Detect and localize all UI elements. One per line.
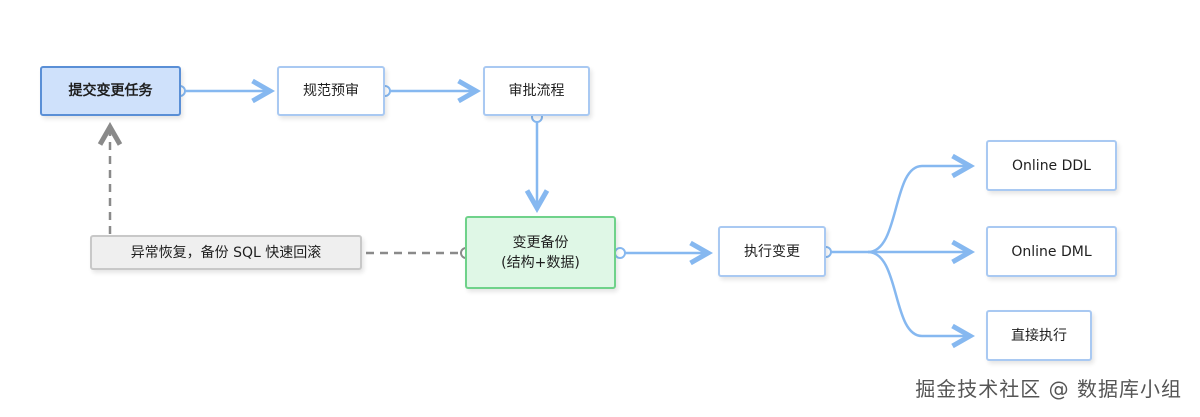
node-label: 执行变更 <box>744 243 800 260</box>
node-execute-change[interactable]: 执行变更 <box>718 226 826 277</box>
node-label: Online DML <box>1011 243 1092 260</box>
node-online-dml[interactable]: Online DML <box>986 226 1117 277</box>
node-submit-change-task[interactable]: 提交变更任务 <box>40 66 181 116</box>
node-online-ddl[interactable]: Online DDL <box>986 140 1117 191</box>
node-label: 提交变更任务 <box>68 83 153 99</box>
node-label: 异常恢复，备份 SQL 快速回滚 <box>130 244 322 261</box>
node-label: Online DDL <box>1012 157 1091 174</box>
connector-dot <box>614 247 626 259</box>
arrow-execute-to-direct-exec <box>867 250 970 336</box>
node-label-line2: (结构+数据) <box>501 254 580 271</box>
node-exception-recovery[interactable]: 异常恢复，备份 SQL 快速回滚 <box>90 235 362 270</box>
node-direct-execute[interactable]: 直接执行 <box>986 310 1092 361</box>
watermark: 掘金技术社区 @ 数据库小组 <box>915 377 1182 401</box>
node-approval-process[interactable]: 审批流程 <box>483 66 590 116</box>
node-label-line1: 变更备份 <box>512 234 569 251</box>
node-label: 审批流程 <box>508 83 565 99</box>
node-prereview[interactable]: 规范预审 <box>277 66 385 116</box>
arrow-execute-to-online-ddl <box>826 166 970 254</box>
node-label: 规范预审 <box>303 83 359 99</box>
node-label: 直接执行 <box>1011 327 1067 344</box>
node-change-backup[interactable]: 变更备份 (结构+数据) <box>465 216 616 289</box>
